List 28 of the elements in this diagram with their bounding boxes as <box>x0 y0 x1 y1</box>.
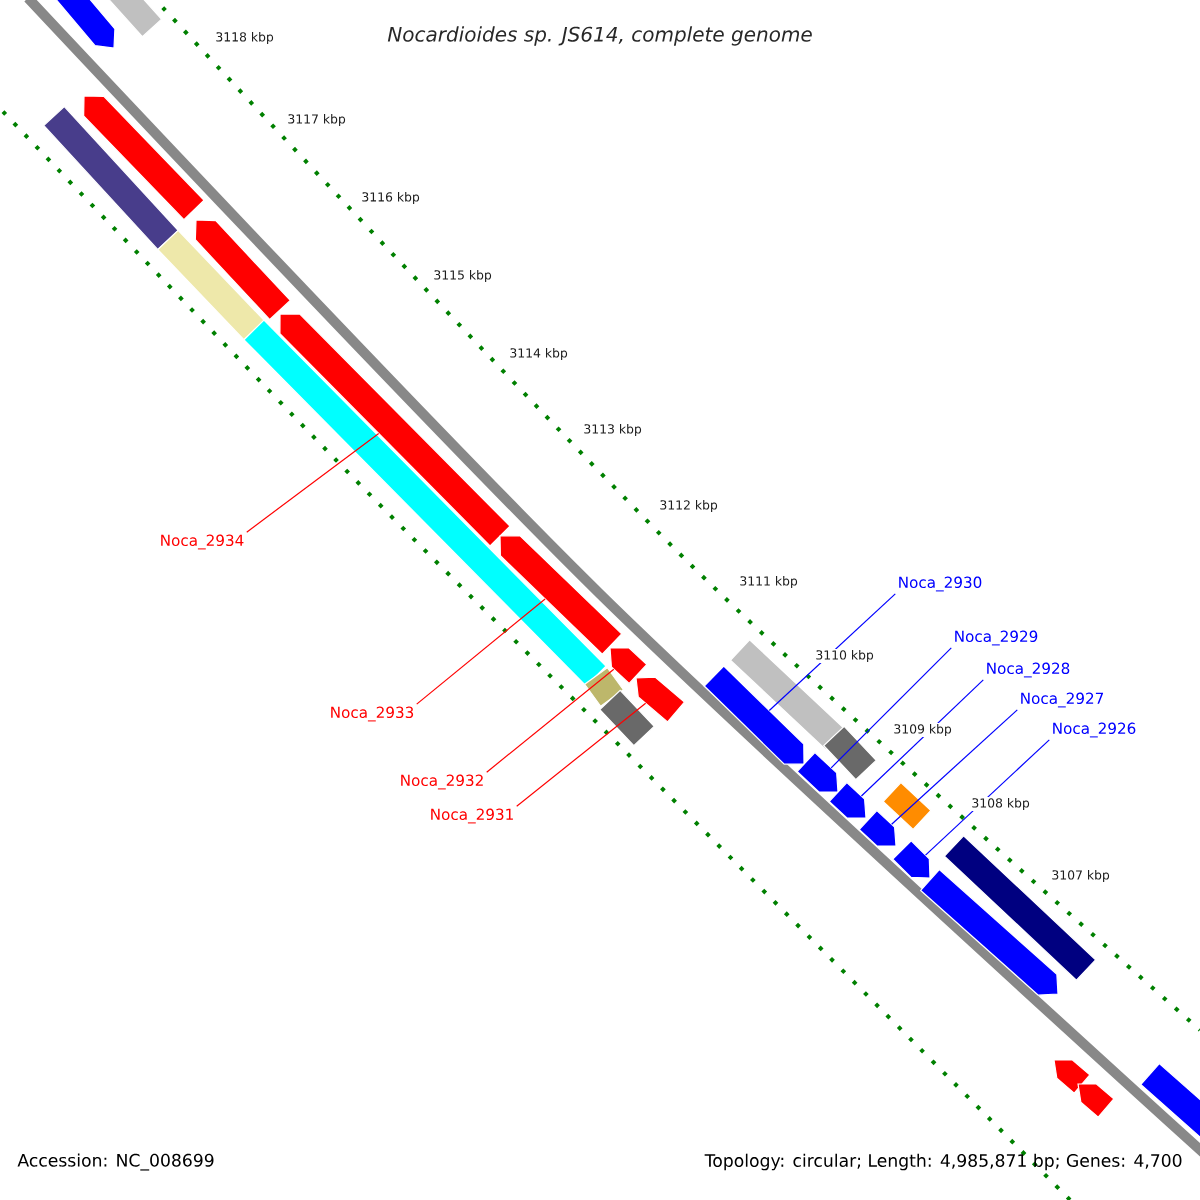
footer-text: Accession: NC_008699 <box>17 1153 214 1171</box>
leader-line <box>860 679 984 797</box>
leader-line <box>516 702 647 807</box>
gene-bar <box>796 751 839 793</box>
gene-bar <box>599 689 656 747</box>
gene-bar <box>828 781 867 819</box>
gene-bar <box>858 809 897 847</box>
gene-bar <box>1053 1059 1091 1094</box>
footer-text: Topology: circular; Length: 4,985,871 bp; Genes: 4,700 <box>704 1153 1182 1171</box>
gene-bar <box>83 95 205 221</box>
leader-line <box>246 432 380 533</box>
leader-line <box>830 647 952 769</box>
gene-bar <box>194 219 292 321</box>
gene-bar <box>703 665 805 765</box>
leader-line <box>768 593 896 712</box>
title: Nocardioides sp. JS614, complete genome <box>387 26 812 46</box>
gene-bar <box>609 647 648 685</box>
leader-line <box>416 598 546 705</box>
leader-line <box>891 709 1018 825</box>
gene-bar <box>499 535 623 655</box>
leader-line <box>486 668 615 773</box>
leader-line <box>924 739 1050 856</box>
gene-bar <box>882 781 932 831</box>
gene-bar <box>635 676 686 723</box>
gene-bar <box>157 229 265 341</box>
gene-bar <box>105 0 163 38</box>
gene-bar <box>1077 1083 1115 1118</box>
gene-bar <box>279 313 511 547</box>
